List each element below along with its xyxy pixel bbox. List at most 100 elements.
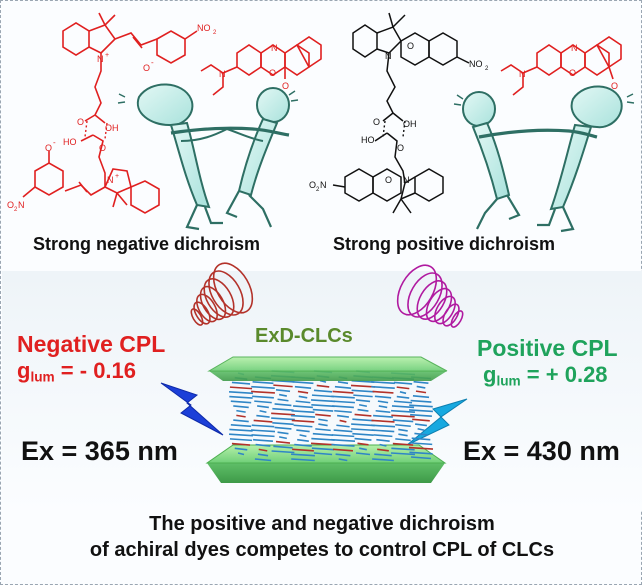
mesogen-mark — [251, 385, 275, 389]
mesogen-mark — [370, 424, 396, 428]
mesogen-mark — [410, 456, 432, 460]
mesogen-mark — [373, 414, 393, 418]
label-o2n-sub: 2 — [14, 207, 18, 213]
mesogen-mark — [229, 438, 253, 442]
dye-molecule-mark — [396, 386, 410, 390]
helix-icon-red — [190, 262, 254, 326]
label-o-ring-right: O — [569, 68, 576, 78]
mesogen-mark — [338, 458, 348, 462]
label-o-sp-top: O — [407, 41, 414, 51]
dye-molecule-mark — [291, 419, 315, 423]
mesogen-mark — [311, 437, 335, 441]
dye-molecule-mark — [339, 419, 347, 423]
label-o-ring-left: O — [269, 68, 276, 78]
helix-icon-magenta — [396, 264, 464, 328]
clc-cell — [205, 356, 448, 483]
mesogen-mark — [233, 419, 249, 423]
tug-of-war-figure-icon-left-2 — [225, 87, 299, 228]
hydrogen-bond-dots-right — [382, 120, 406, 138]
mesogen-mark — [353, 394, 373, 398]
mesogen-mark — [409, 442, 433, 446]
mesogen-mark — [230, 423, 252, 428]
mesogen-mark — [293, 424, 313, 428]
helical-columns — [228, 370, 434, 462]
label-n-nile-right: N — [519, 69, 526, 79]
dye-molecule-mark — [408, 446, 434, 450]
positive-cpl-title: Positive CPL — [477, 335, 618, 361]
mesogen-mark — [374, 395, 392, 399]
mesogen-mark — [291, 453, 315, 457]
mesogen-mark — [373, 434, 393, 438]
mesogen-mark — [410, 413, 432, 417]
mesogen-mark — [312, 432, 334, 437]
mesogen-mark — [230, 400, 252, 404]
mesogen-mark — [398, 428, 408, 432]
mesogen-mark — [351, 428, 375, 432]
mesogen-mark — [378, 405, 388, 409]
mesogen-mark — [254, 458, 272, 462]
dye-molecule-mark — [236, 414, 246, 418]
mesogen-mark — [312, 408, 334, 412]
mesogen-mark — [311, 447, 335, 451]
mesogen-mark — [313, 389, 333, 393]
mesogen-mark — [337, 414, 349, 418]
label-ho-lower: HO — [63, 137, 77, 147]
mesogen-mark — [272, 407, 294, 411]
label-minus-top: - — [151, 58, 154, 67]
label-n-sp-bottom: N — [403, 175, 410, 185]
mesogen-mark — [296, 429, 310, 433]
lightning-bolt-icon-blue — [160, 382, 224, 436]
label-o-ketone-right: O — [611, 81, 618, 91]
dye-molecule-mark — [275, 440, 291, 444]
label-no2-top: NO — [197, 23, 211, 33]
mesogen-mark — [291, 458, 315, 462]
dye-molecule-mark — [371, 419, 395, 423]
dye-molecule-mark — [253, 419, 273, 423]
label-o-sp-b: O — [397, 143, 404, 153]
mesogen-mark — [336, 424, 350, 428]
strain-marks-left — [117, 93, 126, 104]
mesogen-mark — [259, 409, 267, 414]
mesogen-mark — [399, 391, 407, 395]
dye-molecule-mark — [297, 390, 309, 394]
mesogen-mark — [255, 443, 271, 447]
dye-molecule-mark — [231, 442, 251, 446]
nile-red-structure-right — [500, 36, 622, 96]
mesogen-mark — [412, 395, 430, 399]
mesogen-mark — [379, 443, 387, 447]
dye-molecule-mark — [316, 384, 330, 388]
mesogen-mark — [391, 447, 415, 451]
mesogen-mark — [272, 421, 294, 426]
dye-molecule-mark — [273, 384, 293, 388]
negative-g-number: = - 0.16 — [54, 358, 137, 383]
mesogen-mark — [331, 443, 355, 447]
mesogen-mark — [297, 438, 309, 442]
positive-g-number: = + 0.28 — [520, 362, 608, 387]
excitation-430: Ex = 430 nm — [463, 436, 620, 466]
label-o-lower: O — [99, 143, 106, 153]
negative-cpl-title: Negative CPL — [17, 331, 166, 357]
mesogen-mark — [295, 400, 311, 404]
positive-glum-value: glum = + 0.28 — [483, 362, 608, 388]
mesogen-mark — [298, 395, 308, 399]
mesogen-mark — [351, 423, 375, 427]
mesogen-mark — [313, 452, 333, 456]
mesogen-mark — [279, 436, 287, 440]
dye-molecule-mark — [372, 390, 394, 394]
mesogen-mark — [310, 399, 336, 403]
mesogen-mark — [331, 400, 355, 404]
mesogen-mark — [252, 381, 274, 385]
dye-molecule-mark — [357, 442, 369, 446]
mesogen-mark — [291, 409, 315, 414]
mesogen-mark — [251, 434, 275, 438]
label-o2n-end: N — [18, 200, 25, 210]
mesogen-mark — [252, 395, 274, 399]
label-o-sp-bottom: O — [385, 175, 392, 185]
mesogen-mark — [371, 429, 395, 433]
merocyanine-dimer-structure — [22, 12, 198, 214]
mesogen-mark — [271, 450, 295, 454]
mesogen-mark — [290, 414, 316, 418]
mesogen-mark — [231, 381, 251, 385]
mesogen-mark — [228, 391, 254, 395]
mesogen-mark — [334, 409, 352, 414]
